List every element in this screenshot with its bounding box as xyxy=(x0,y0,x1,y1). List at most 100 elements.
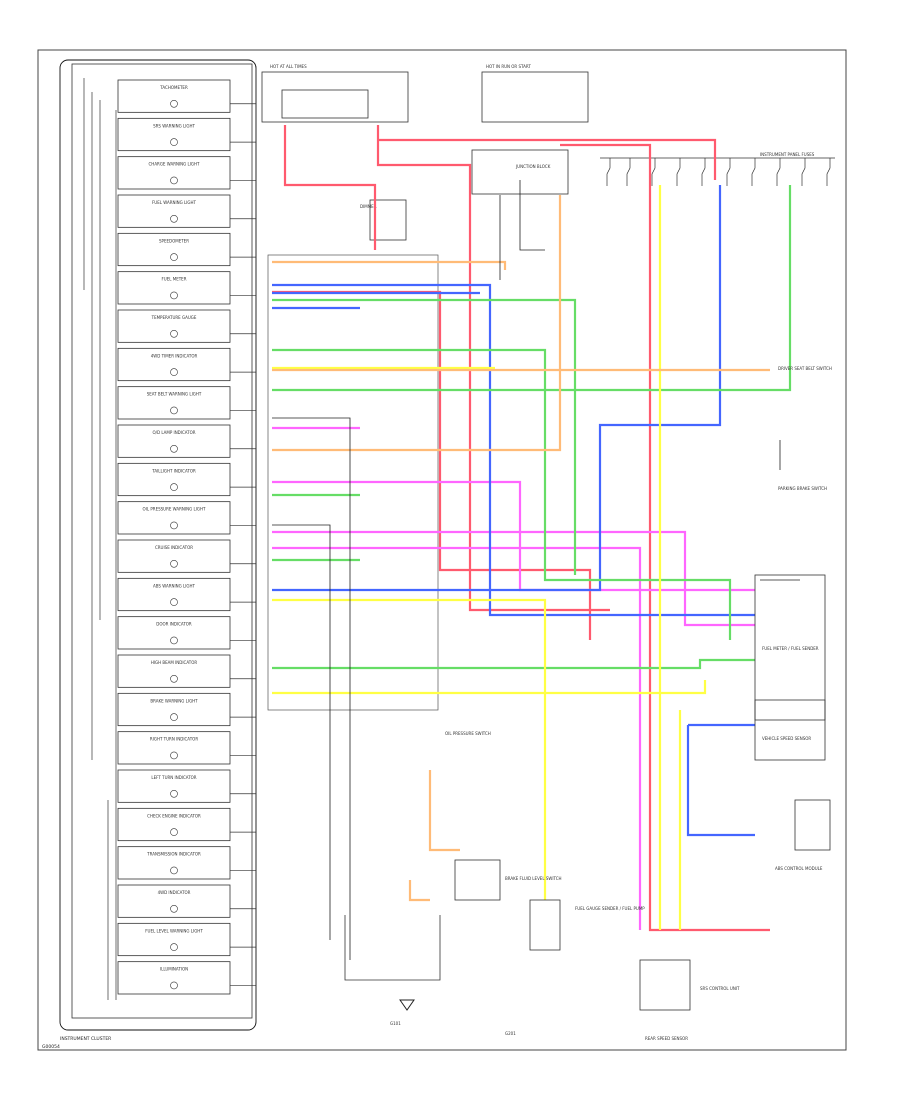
cluster-component-label: TRANSMISSION INDICATOR xyxy=(146,852,201,857)
brake-fluid-label: BRAKE FLUID LEVEL SWITCH xyxy=(505,876,562,881)
cluster-component-box xyxy=(117,807,231,842)
cluster-component-label: FUEL WARNING LIGHT xyxy=(152,200,197,205)
cluster-label: INSTRUMENT CLUSTER xyxy=(60,1036,111,1042)
fuse-icon xyxy=(651,158,656,186)
bulb-icon xyxy=(170,674,178,683)
bulb-icon xyxy=(170,253,178,261)
cluster-component-label: CHECK ENGINE INDICATOR xyxy=(147,813,201,818)
fuse-block-left: HOT AT ALL TIMES xyxy=(261,64,409,123)
cluster-component-box xyxy=(117,577,231,612)
bulb-icon xyxy=(170,559,178,568)
bulb-icon xyxy=(170,866,178,875)
cluster-component-label: CRUISE INDICATOR xyxy=(155,545,193,550)
top-fuses xyxy=(600,157,835,186)
cluster-component-label: BRAKE WARNING LIGHT xyxy=(150,698,198,703)
bulb-icon xyxy=(170,789,178,798)
right-components: DRIVER SEAT BELT SWITCH PARKING BRAKE SW… xyxy=(639,366,832,1011)
oil-switch-label: OIL PRESSURE SWITCH xyxy=(445,731,491,736)
srs-unit-label: SRS CONTROL UNIT xyxy=(700,986,740,991)
fuse-icon xyxy=(606,158,611,186)
cluster-component-box xyxy=(117,386,231,420)
bulb-icon xyxy=(170,636,178,645)
fuses-label: INSTRUMENT PANEL FUSES xyxy=(760,152,815,157)
cluster-component-box xyxy=(117,616,231,650)
cluster-component-label: ABS WARNING LIGHT xyxy=(153,583,196,588)
fuel-sender-label: FUEL METER / FUEL SENDER xyxy=(762,646,819,651)
cluster-component-label: FUEL LEVEL WARNING LIGHT xyxy=(145,928,203,933)
cluster-component-box xyxy=(117,117,231,152)
cluster-component-label: TAILLIGHT INDICATOR xyxy=(151,468,196,473)
bulb-icon xyxy=(170,176,178,185)
park-brake-label: PARKING BRAKE SWITCH xyxy=(778,486,827,491)
fuse-icon xyxy=(701,158,706,186)
bulb-icon xyxy=(170,406,178,415)
cluster-component-label: OIL PRESSURE WARNING LIGHT xyxy=(143,507,206,512)
bulb-icon xyxy=(170,521,178,530)
bulb-icon xyxy=(170,138,178,146)
cluster-component-box xyxy=(117,501,231,535)
instrument-cluster xyxy=(59,59,257,1031)
bottom-components: G101 OIL PRESSURE SWITCH BRAKE FLUID LEV… xyxy=(344,731,688,1041)
fuse-block-mid-label: HOT IN RUN OR START xyxy=(486,64,531,69)
cluster-components: TACHOMETER SRS WARNING LIGHT CHARGE WARNIN… xyxy=(117,79,256,995)
cluster-component-box xyxy=(117,232,231,267)
cluster-component-box xyxy=(117,347,231,382)
ground-left-label: G101 xyxy=(390,1021,401,1026)
cluster-component-box xyxy=(117,539,231,573)
bulb-icon xyxy=(170,368,178,376)
bulb-icon xyxy=(170,943,178,951)
footer-code: G00054 xyxy=(42,1044,60,1050)
junction-label: JUNCTION BLOCK xyxy=(515,164,551,169)
fuse-block-mid: HOT IN RUN OR START xyxy=(481,64,589,123)
cluster-component-box xyxy=(117,462,231,497)
cluster-component-box xyxy=(117,846,231,880)
cluster-component-box xyxy=(117,922,231,957)
fuse-icon xyxy=(826,158,831,186)
cluster-component-box xyxy=(117,654,231,688)
cluster-component-label: HIGH BEAM INDICATOR xyxy=(151,660,198,665)
cluster-component-box xyxy=(117,424,231,458)
cluster-component-box xyxy=(117,309,231,343)
abs-module-label: ABS CONTROL MODULE xyxy=(775,866,823,871)
cluster-component-box xyxy=(117,692,231,727)
cluster-component-label: CHARGE WARNING LIGHT xyxy=(149,162,201,167)
dimmer-label: DIMMER xyxy=(360,204,377,209)
cluster-component-box xyxy=(117,271,231,305)
black-wires xyxy=(272,180,800,960)
cluster-component-label: TEMPERATURE GAUGE xyxy=(151,315,197,320)
fuse-icon xyxy=(801,158,806,186)
cluster-component-box xyxy=(117,884,231,918)
bulb-icon xyxy=(170,444,178,453)
wires xyxy=(272,125,792,932)
fuse-icon xyxy=(626,158,631,186)
cluster-component-box xyxy=(117,961,231,995)
bulb-icon xyxy=(170,904,178,913)
vss-label: VEHICLE SPEED SENSOR xyxy=(762,736,811,741)
bulb-icon xyxy=(170,329,178,338)
bulb-icon xyxy=(170,981,178,990)
cluster-component-label: LEFT TURN INDICATOR xyxy=(151,775,196,780)
dimmer: DIMMER xyxy=(360,199,407,241)
cluster-component-label: TACHOMETER xyxy=(159,85,188,90)
bulb-icon xyxy=(170,751,178,760)
seat-belt-switch-label: DRIVER SEAT BELT SWITCH xyxy=(778,366,832,371)
cluster-component-label: SEAT BELT WARNING LIGHT xyxy=(147,392,202,397)
bulb-icon xyxy=(170,99,178,108)
fuse-icon xyxy=(751,158,756,186)
bulb-icon xyxy=(170,828,178,836)
bulb-icon xyxy=(170,214,178,223)
cluster-component-box xyxy=(117,156,231,190)
outer-frame xyxy=(37,49,847,1051)
cluster-component-label: SRS WARNING LIGHT xyxy=(153,123,195,128)
bulb-icon xyxy=(170,598,178,606)
cluster-component-label: SPEEDOMETER xyxy=(159,238,189,243)
cluster-component-label: ILLUMINATION xyxy=(160,967,188,972)
fuse-block-left-label: HOT AT ALL TIMES xyxy=(270,64,307,69)
bulb-icon xyxy=(170,713,178,721)
cluster-component-label: 4WD TIMER INDICATOR xyxy=(151,353,198,358)
bulb-icon xyxy=(170,483,178,491)
cluster-component-label: O/D LAMP INDICATOR xyxy=(152,430,195,435)
fuel-unit-label: FUEL GAUGE SENDER / FUEL PUMP xyxy=(575,906,645,911)
cluster-component-box xyxy=(117,769,231,803)
